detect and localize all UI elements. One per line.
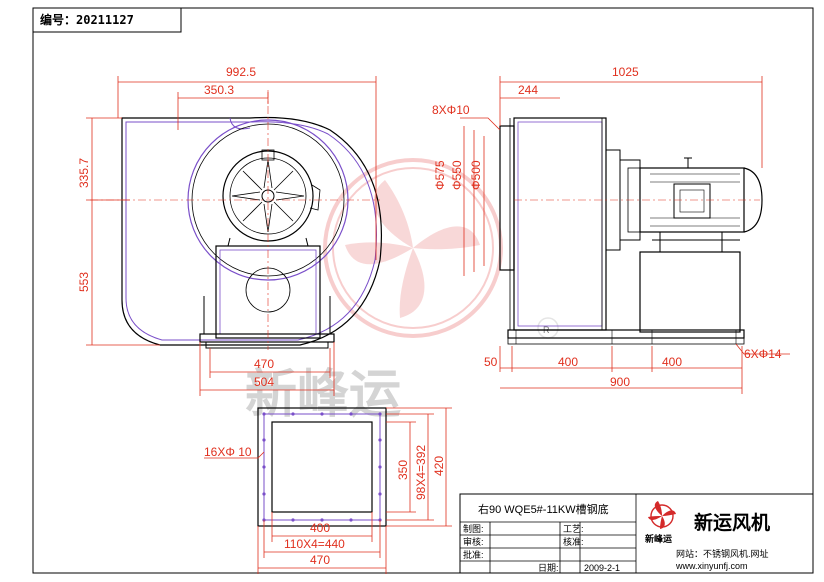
dim-outlet-pitch-height: 98X4=392 bbox=[414, 445, 428, 500]
value-date: 2009-2-1 bbox=[584, 563, 620, 573]
dim-side-flange-holes: 8XΦ10 bbox=[432, 103, 470, 117]
header-box bbox=[32, 7, 182, 33]
dim-outlet-outer-width: 470 bbox=[310, 553, 330, 567]
outlet-flange-view bbox=[257, 407, 387, 527]
dim-side-inlet-width: 244 bbox=[518, 83, 538, 97]
side-view bbox=[499, 117, 763, 345]
dim-front-base-outer: 504 bbox=[254, 375, 274, 389]
dim-front-width: 992.5 bbox=[226, 65, 256, 79]
dim-outlet-pitch-width: 110X4=440 bbox=[284, 537, 345, 551]
company-name: 新运风机 bbox=[694, 511, 770, 534]
website-label: 网站：不锈钢风机.网址 bbox=[676, 548, 769, 559]
drawing-serial-number: 编号：20211127 bbox=[39, 12, 134, 27]
dim-front-base-inner: 470 bbox=[254, 357, 274, 371]
dim-front-top-height: 335.7 bbox=[77, 158, 91, 188]
dim-side-d-inner: Φ500 bbox=[469, 160, 483, 190]
outlet-flange-dimensions bbox=[204, 407, 452, 574]
title-block bbox=[459, 493, 814, 574]
dim-outlet-inner-width: 400 bbox=[310, 521, 330, 535]
dim-side-pitch-b: 400 bbox=[662, 355, 682, 369]
dim-side-pitch-a: 400 bbox=[558, 355, 578, 369]
label-approve: 批准: bbox=[463, 549, 484, 560]
title-block-grid bbox=[460, 494, 637, 573]
label-check: 核准: bbox=[563, 536, 584, 547]
watermark-text: 新峰运 bbox=[245, 364, 401, 425]
dim-side-d-mid: Φ550 bbox=[450, 160, 464, 190]
dim-side-base-length: 900 bbox=[610, 375, 630, 389]
website-url: www.xinyunfj.com bbox=[675, 561, 748, 571]
dim-side-overall-length: 1025 bbox=[612, 65, 639, 79]
label-review: 审核: bbox=[463, 536, 484, 547]
company-logo bbox=[648, 501, 676, 529]
dim-front-outlet-offset: 350.3 bbox=[204, 83, 234, 97]
front-view bbox=[90, 90, 383, 350]
dim-side-d-outer: Φ575 bbox=[433, 160, 447, 190]
label-process: 工艺: bbox=[563, 524, 584, 534]
dim-outlet-inner-height: 350 bbox=[396, 460, 410, 480]
dim-outlet-holes: 16XΦ 10 bbox=[204, 445, 252, 459]
dim-side-offset: 50 bbox=[484, 355, 498, 369]
dim-outlet-outer-height: 420 bbox=[432, 456, 446, 476]
title-model: 右90 WQE5#-11KW槽钢底 bbox=[478, 502, 609, 516]
dim-front-shaft-height: 553 bbox=[77, 272, 91, 292]
side-view-dimensions bbox=[460, 76, 790, 394]
label-date: 日期: bbox=[538, 563, 559, 573]
front-view-dimensions bbox=[86, 76, 377, 396]
sheet-border bbox=[32, 7, 814, 574]
label-drawn: 制图: bbox=[463, 523, 484, 534]
dim-side-base-holes: 6XΦ14 bbox=[744, 347, 782, 361]
watermark-logo: R bbox=[323, 158, 559, 339]
logo-text: 新峰运 bbox=[645, 533, 673, 544]
